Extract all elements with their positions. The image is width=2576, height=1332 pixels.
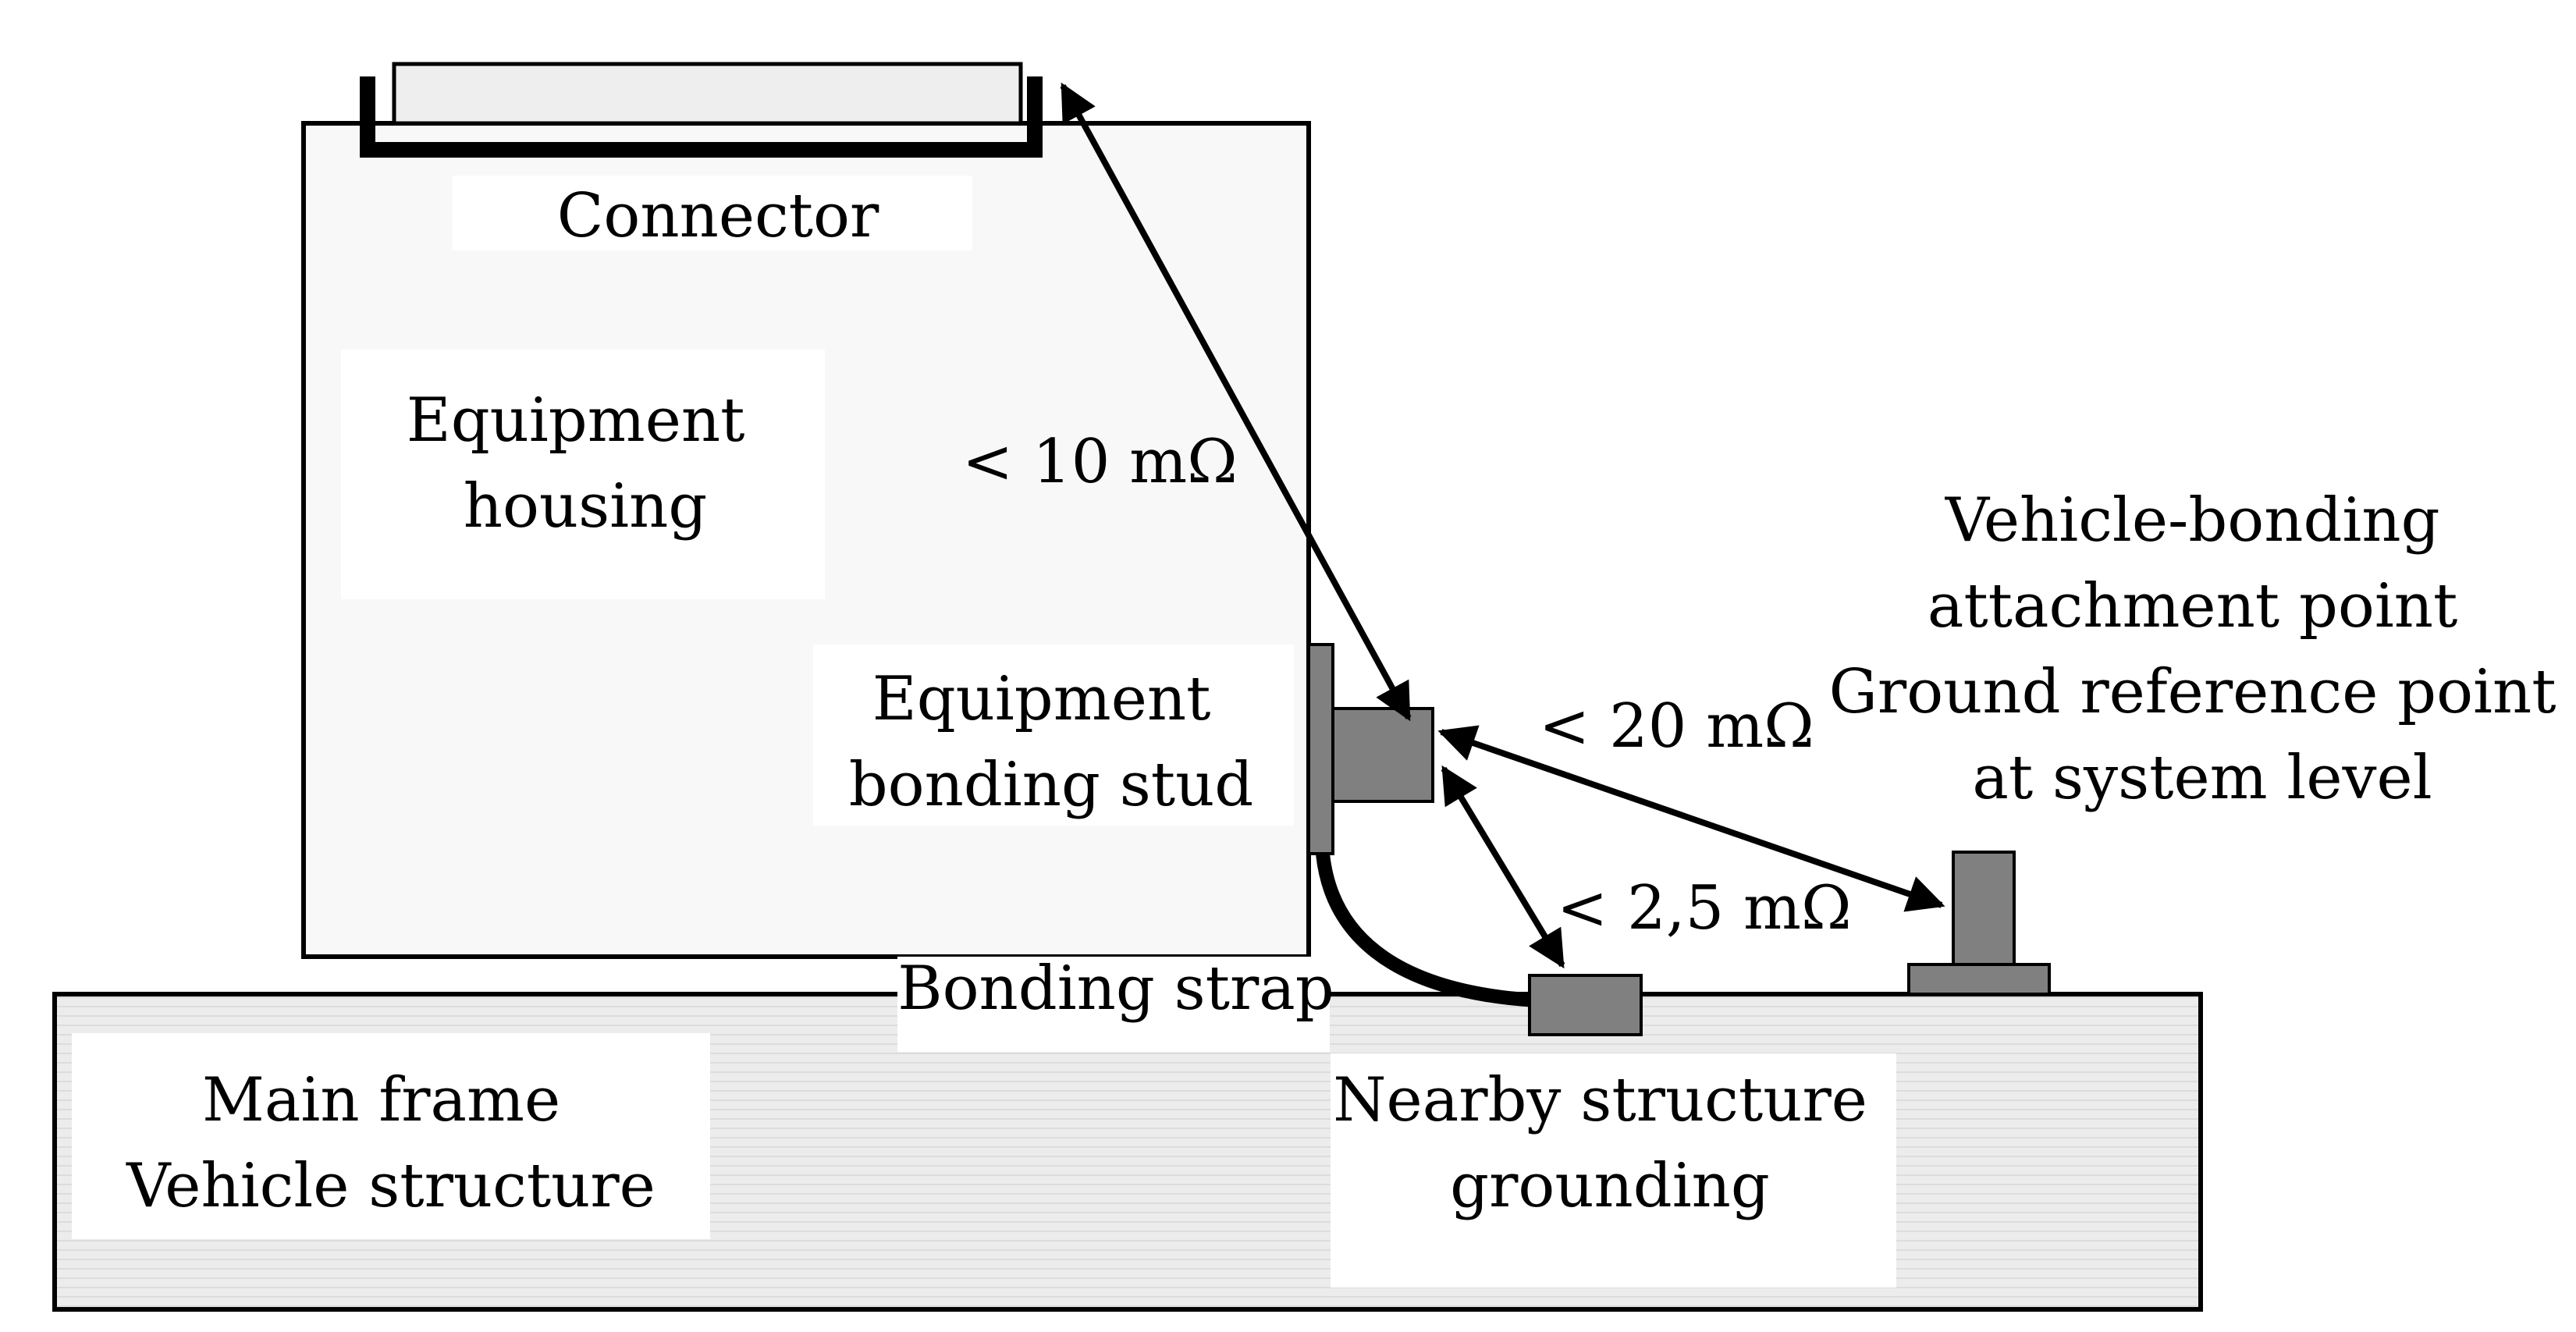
- connector-body: [392, 62, 1023, 126]
- attachment-base: [1907, 963, 2051, 996]
- nearby-label-bg: [1331, 1053, 1896, 1288]
- arrow-stud-to-nearby: [1441, 765, 1565, 969]
- main-frame-label: Main frame Vehicle structure: [126, 1065, 656, 1221]
- bonding-stud-label: Equipment bonding stud: [849, 664, 1254, 820]
- strap-label-bg: [897, 957, 1330, 1052]
- nearby-structure-label: Nearby structure grounding: [1333, 1065, 1886, 1221]
- resistance-connector-to-stud: < 10 mΩ: [962, 427, 1238, 497]
- connector-label-bg: [453, 176, 972, 250]
- stud-label-bg: [813, 645, 1294, 826]
- resistance-stud-to-nearby: < 2,5 mΩ: [1557, 873, 1852, 943]
- main-frame-label-bg: [72, 1033, 710, 1239]
- stud-plate: [1307, 643, 1334, 855]
- vehicle-bonding-label: Vehicle-bonding attachment point Ground …: [1829, 485, 2576, 813]
- equipment-housing-label: Equipment housing: [407, 385, 764, 542]
- resistance-stud-to-vehicle-point: < 20 mΩ: [1539, 691, 1814, 762]
- bonding-strap-cable: [1316, 853, 1537, 1007]
- attachment-post: [1952, 851, 2016, 966]
- bonding-strap-label: Bonding strap: [897, 954, 1334, 1024]
- nearby-grounding-block: [1528, 974, 1643, 1036]
- arrow-connector-to-stud: [1060, 82, 1412, 722]
- bonding-stud: [1331, 707, 1434, 803]
- connector-label: Connector: [557, 181, 879, 251]
- connector-bracket: [360, 76, 1043, 158]
- housing-label-bg: [341, 350, 825, 599]
- arrow-stud-to-vehicle-point: [1437, 725, 1945, 912]
